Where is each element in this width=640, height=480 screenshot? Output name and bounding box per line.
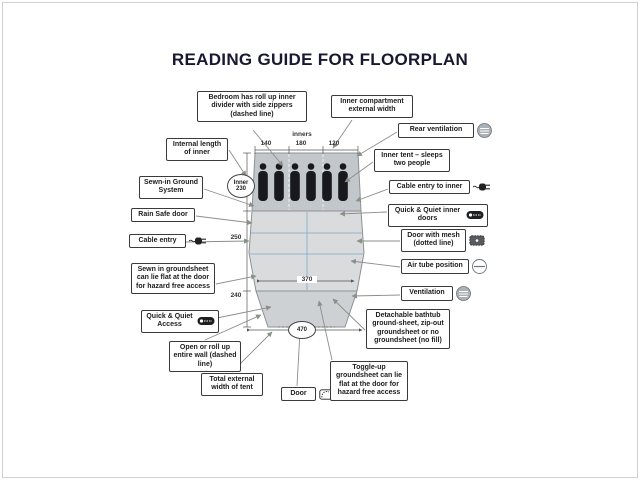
dim-inner-length-value: 230	[235, 186, 246, 192]
callout-total-external-width: Total external width of tent	[201, 373, 263, 396]
quick-quiet-inner-doors-label: Quick & Quiet inner doors	[394, 207, 461, 223]
callout-door-with-mesh: Door with mesh (dotted line)	[401, 229, 485, 252]
door-mesh-icon	[469, 235, 485, 246]
internal-length-label: Internal length of inner	[166, 138, 228, 161]
callout-toggle-up-groundsheet: Toggle-up groundsheet can lie flat at th…	[330, 361, 408, 401]
callout-cable-entry: Cable entry	[129, 234, 207, 249]
callout-quick-quiet-inner-doors: Quick & Quiet inner doors	[388, 204, 488, 227]
callout-air-tube-position: Air tube position	[401, 259, 487, 274]
open-roll-wall-label: Open or roll up entire wall (dashed line…	[169, 341, 241, 373]
callout-rain-safe-door: Rain Safe door	[131, 208, 195, 223]
callout-ventilation: Ventilation	[401, 286, 471, 301]
rain-safe-door-label: Rain Safe door	[131, 208, 195, 223]
air-tube-position-label: Air tube position	[401, 259, 469, 274]
dim-width-140: 140	[260, 140, 272, 147]
callout-open-roll-wall: Open or roll up entire wall (dashed line…	[169, 341, 241, 373]
door-with-mesh-label: Door with mesh (dotted line)	[401, 229, 466, 252]
detachable-bathtub-label: Detachable bathtub ground-sheet, zip-out…	[366, 309, 450, 349]
dim-mid-width-370: 370	[297, 276, 317, 283]
dim-width-120: 120	[328, 140, 340, 147]
inner-compartment-width-label: Inner compartment external width	[331, 95, 413, 118]
inner-tent-sleeps-label: Inner tent – sleeps two people	[374, 149, 450, 172]
callout-cable-entry-to-inner: Cable entry to inner	[389, 180, 491, 195]
sewn-in-ground-system-label: Sewn-in Ground System	[139, 176, 203, 199]
callout-bedroom-divider: Bedroom has roll up inner divider with s…	[197, 91, 307, 123]
page-title: READING GUIDE FOR FLOORPLAN	[171, 50, 469, 69]
ventilation-icon	[456, 286, 471, 301]
quick-quiet-inner-doors-zipper-icon	[466, 210, 484, 220]
toggle-up-groundsheet-label: Toggle-up groundsheet can lie flat at th…	[330, 361, 408, 401]
sewn-in-groundsheet-label: Sewn in groundsheet can lie flat at the …	[131, 263, 215, 295]
cable-entry-label: Cable entry	[129, 234, 186, 249]
callout-sewn-in-groundsheet: Sewn in groundsheet can lie flat at the …	[131, 263, 215, 295]
cable-entry-plug-icon	[189, 236, 207, 246]
air-tube-icon	[472, 259, 487, 274]
cable-entry-to-inner-label: Cable entry to inner	[389, 180, 470, 195]
door-label: Door	[281, 387, 316, 402]
callout-door: Door	[281, 387, 337, 402]
bedroom-divider-label: Bedroom has roll up inner divider with s…	[197, 91, 307, 123]
rear-ventilation-icon	[477, 123, 492, 138]
callout-quick-quiet-access: Quick & Quiet Access	[141, 310, 219, 333]
callout-rear-ventilation: Rear ventilation	[398, 123, 492, 138]
cable-entry-inner-plug-icon	[473, 182, 491, 192]
callout-sewn-in-ground-system: Sewn-in Ground System	[139, 176, 203, 199]
rear-ventilation-label: Rear ventilation	[398, 123, 474, 138]
dim-width-180: 180	[295, 140, 307, 147]
dim-inners-label: inners	[292, 131, 312, 138]
callout-inner-compartment-width: Inner compartment external width	[331, 95, 413, 118]
callout-inner-tent-sleeps: Inner tent – sleeps two people	[374, 149, 450, 172]
callout-detachable-bathtub: Detachable bathtub ground-sheet, zip-out…	[366, 309, 450, 349]
callout-internal-length: Internal length of inner	[166, 138, 228, 161]
dim-inner-length-label: Inner	[233, 179, 249, 186]
dim-inner-length-oval: Inner 230	[227, 174, 255, 198]
dim-porch-length-240: 240	[230, 292, 242, 299]
ventilation-label: Ventilation	[401, 286, 453, 301]
total-external-width-label: Total external width of tent	[201, 373, 263, 396]
quick-quiet-access-label: Quick & Quiet Access	[146, 313, 193, 329]
dim-total-width-oval: 470	[288, 321, 316, 339]
dim-living-length-250: 250	[230, 234, 242, 241]
quick-quiet-access-zipper-icon	[197, 316, 215, 326]
dim-total-width-value: 470	[296, 326, 307, 333]
